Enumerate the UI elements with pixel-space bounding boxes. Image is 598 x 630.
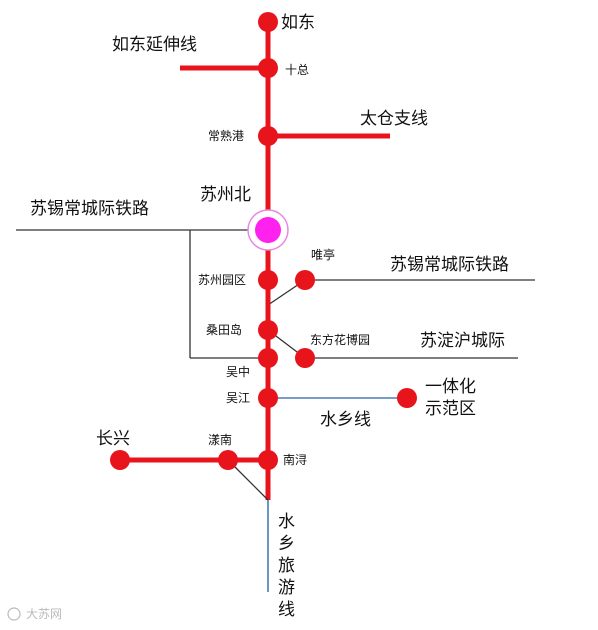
label-shuixiang: 水乡线 [320,410,371,430]
station-wuzhong [258,348,278,368]
label-shuixiang-tour: 水 乡 旅 游 线 [278,512,295,620]
label-weiting: 唯亭 [311,247,335,262]
label-shuixiang-tour-char: 乡 [278,534,295,554]
hub-dot [255,217,281,243]
water-town-lines [267,397,407,592]
label-suzhoubei: 苏州北 [200,185,251,205]
label-sudianhu: 苏淀沪城际 [420,331,505,351]
station-dongfanghuabo [295,348,315,368]
label-taicang-branch: 太仓支线 [360,109,428,129]
label-nanxun: 南浔 [283,452,307,467]
label-shuixiang-tour-char: 游 [278,578,295,598]
watermark-icon [7,607,21,621]
stations [110,12,417,470]
label-rudong: 如东 [281,13,315,33]
station-xunnan [218,450,238,470]
station-wujiang [258,388,278,408]
label-wuzhong: 吴中 [226,364,250,379]
label-sangtiandao: 桑田岛 [206,322,242,337]
station-suzhouyuanqu [258,270,278,290]
station-shizong [258,58,278,78]
label-suzhouyuanqu: 苏州园区 [198,273,246,287]
watermark: 大苏网 [7,607,62,621]
main-lines [120,22,390,500]
label-yitihua-2: 示范区 [425,399,476,419]
station-weiting [295,270,315,290]
label-suxichang-left: 苏锡常城际铁路 [30,199,149,219]
label-yitihua-1: 一体化 [425,377,476,397]
label-suxichang-right: 苏锡常城际铁路 [390,255,509,275]
label-dongfanghuabo: 东方花博园 [310,332,370,347]
label-changshugang: 常熟港 [208,128,244,143]
label-changxing: 长兴 [96,429,130,449]
label-shuixiang-tour-char: 水 [278,512,295,532]
watermark-text: 大苏网 [26,607,62,621]
label-xunnan: 漾南 [208,432,232,447]
suxichang-intercity-lines [16,229,535,359]
station-changshugang [258,126,278,146]
station-nanxun [258,450,278,470]
station-rudong [258,12,278,32]
label-rudong-ext: 如东延伸线 [112,35,197,55]
suzhoubei-hub [247,209,289,251]
label-shuixiang-tour-char: 线 [278,600,295,620]
label-wujiang: 吴江 [226,391,250,405]
label-shizong: 十总 [285,63,309,77]
station-changxing [110,450,130,470]
station-sangtiandao [258,320,278,340]
label-shuixiang-tour-char: 旅 [278,556,295,576]
station-yitihua [397,388,417,408]
